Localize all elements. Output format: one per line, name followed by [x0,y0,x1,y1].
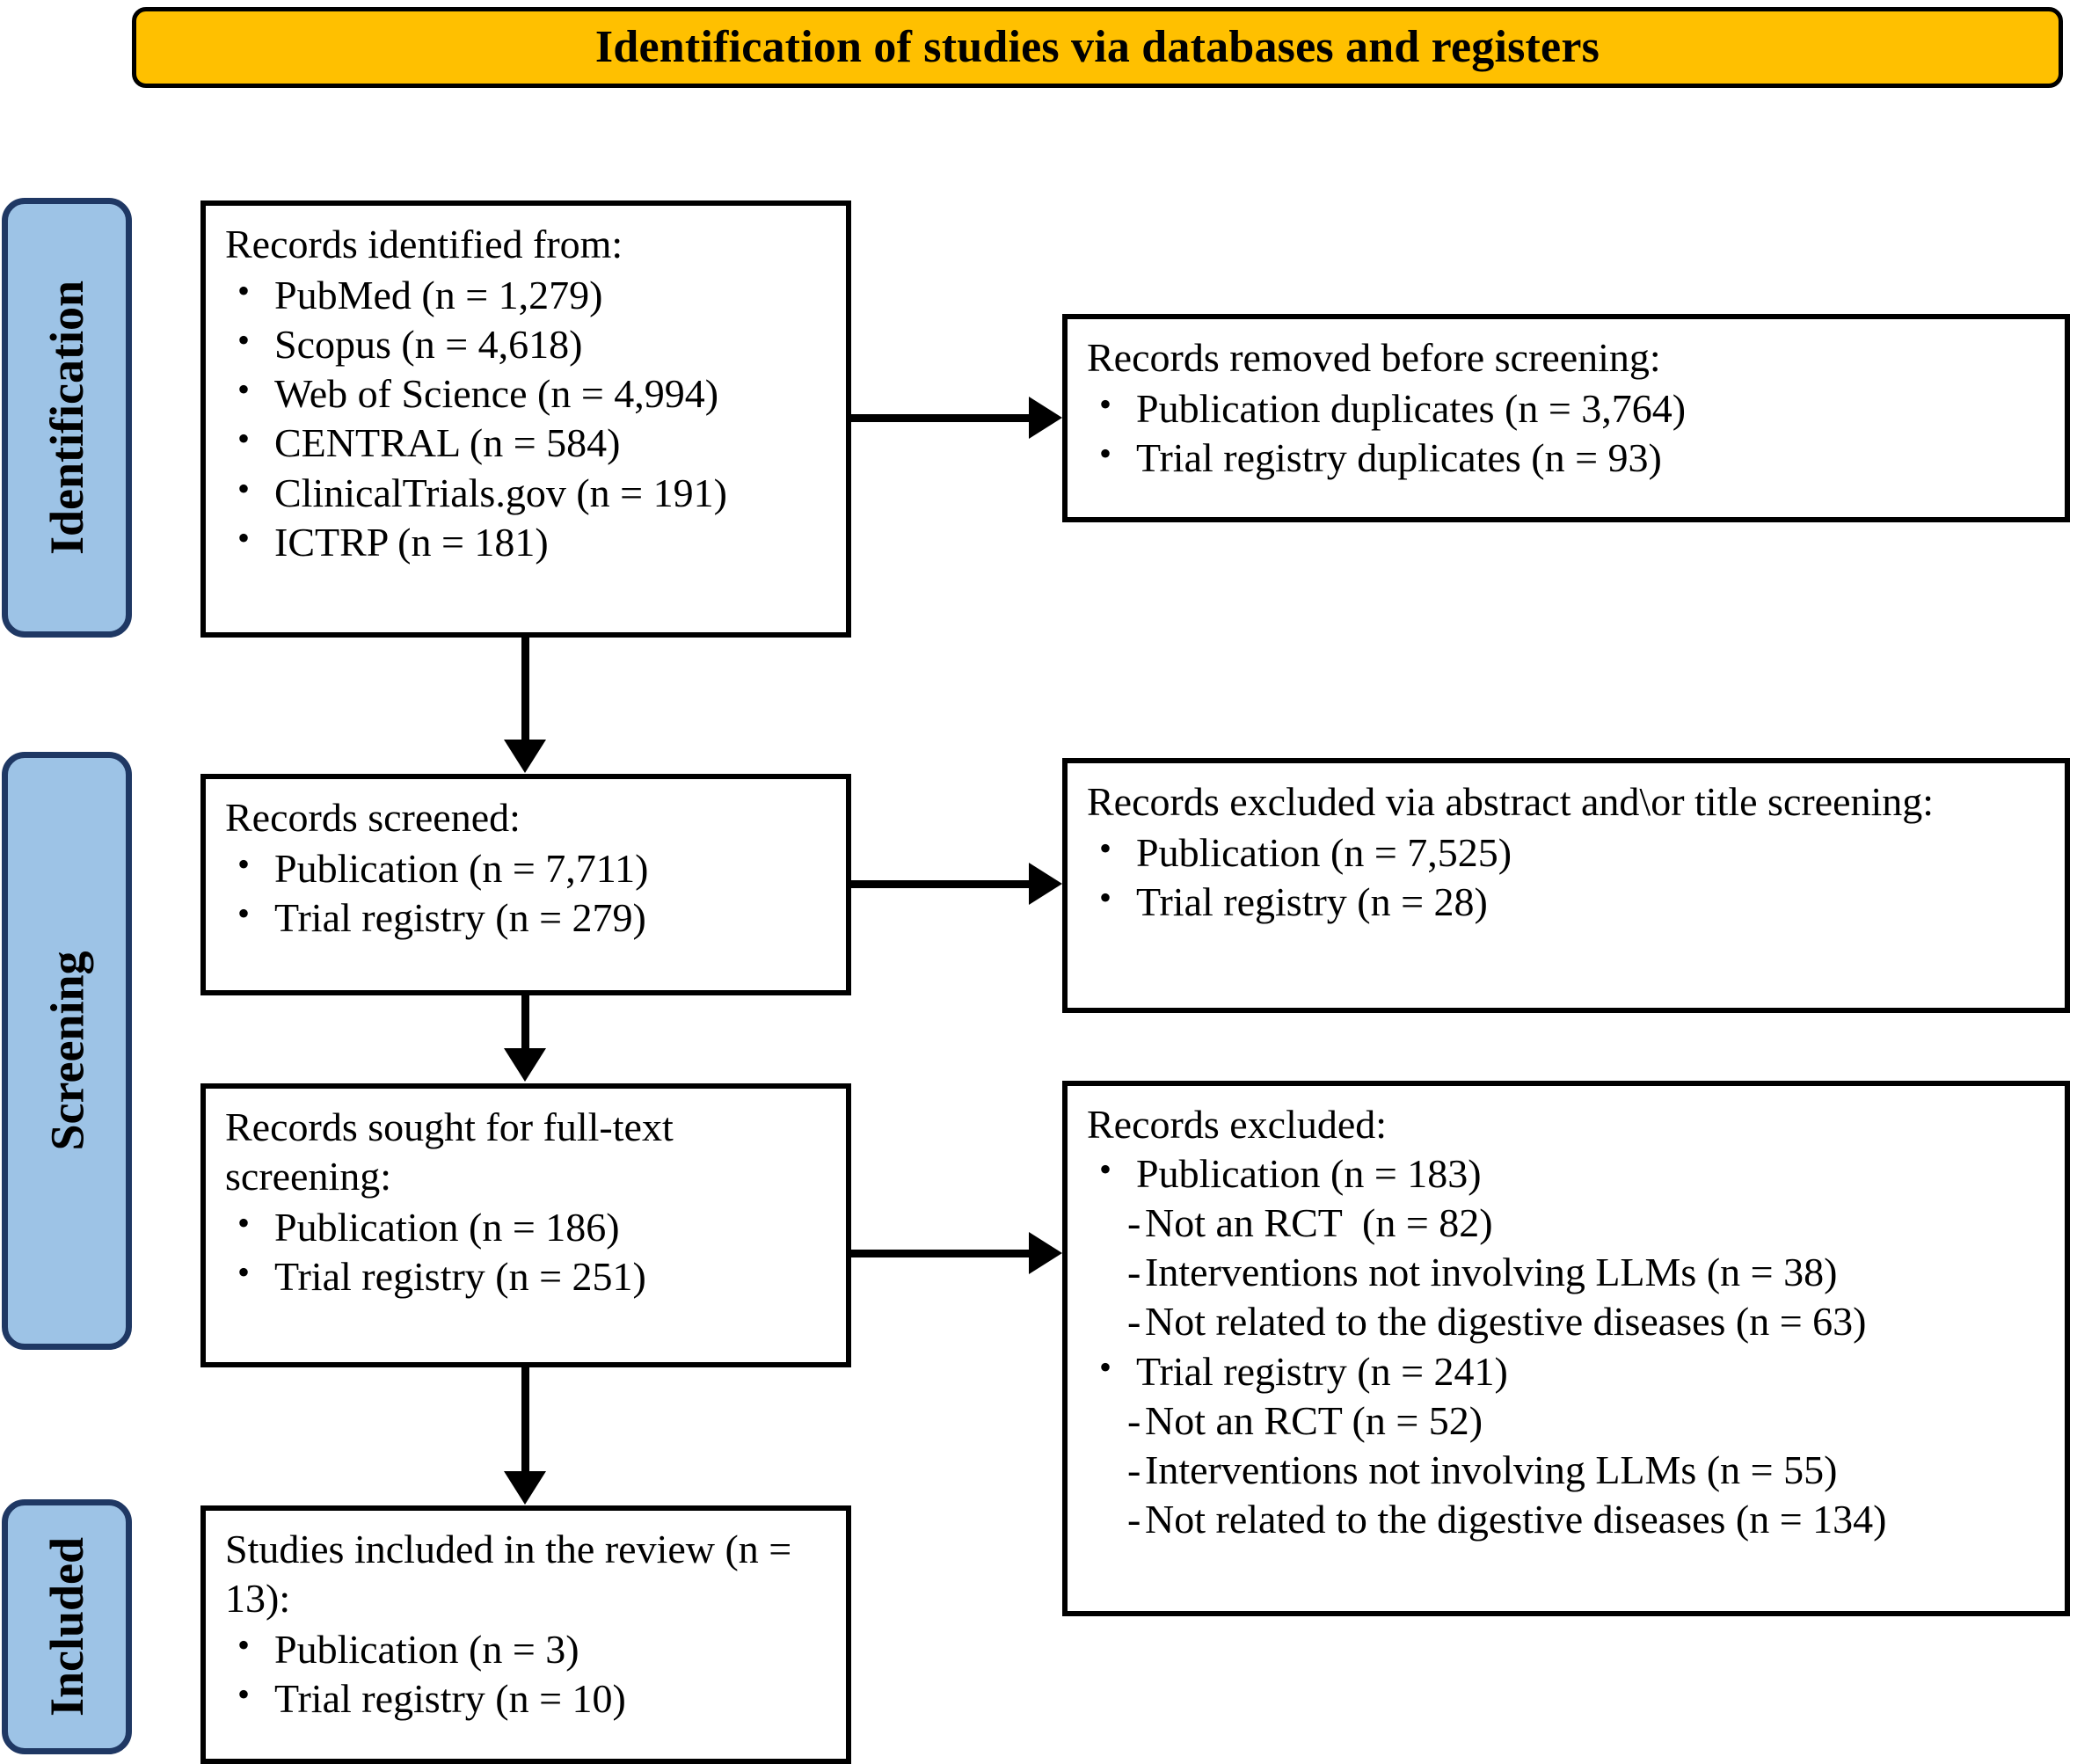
list-item: Publication (n = 183) [1087,1148,2052,1199]
list-item: Publication (n = 7,711) [225,843,834,893]
arrowhead-identified-to-removed [1029,397,1062,439]
stage-label-screening: Screening [2,752,132,1350]
arrowhead-fulltext-to-included [504,1471,546,1505]
list-item: ClinicalTrials.gov (n = 191) [225,468,834,518]
connector-screened-to-excluded-abstract [851,880,1034,888]
connector-identified-to-removed [851,414,1034,422]
list-item-sub: Not related to the digestive diseases (n… [1087,1495,2052,1544]
diagram-title-text: Identification of studies via databases … [594,22,1600,72]
box-records-screened-list: Publication (n = 7,711) Trial registry (… [225,843,834,943]
list-item: Publication (n = 186) [225,1202,834,1252]
box-records-identified-heading: Records identified from: [225,222,623,266]
box-records-screened-heading: Records screened: [225,795,521,840]
list-item-sub: Interventions not involving LLMs (n = 38… [1087,1248,2052,1297]
connector-fulltext-to-included [521,1367,529,1473]
list-item-sub: Not an RCT (n = 52) [1087,1396,2052,1446]
box-records-excluded-fulltext: Records excluded: Publication (n = 183) … [1062,1081,2070,1616]
stage-label-included: Included [2,1499,132,1754]
connector-screened-to-fulltext [521,995,529,1050]
list-item-sub: Not related to the digestive diseases (n… [1087,1297,2052,1346]
box-records-removed-heading: Records removed before screening: [1087,335,1661,380]
list-item-sub: Interventions not involving LLMs (n = 55… [1087,1446,2052,1495]
list-item: Publication duplicates (n = 3,764) [1087,383,2052,434]
box-records-sought-fulltext-heading: Records sought for full-text screening: [225,1104,684,1199]
list-item: Trial registry (n = 251) [225,1251,834,1301]
box-records-excluded-abstract-title: Records excluded via abstract and\or tit… [1062,758,2070,1013]
box-records-excluded-fulltext-heading: Records excluded: [1087,1102,1388,1147]
box-records-excluded-abstract-title-list: Publication (n = 7,525) Trial registry (… [1087,827,2052,927]
list-item: Trial registry (n = 28) [1087,877,2052,927]
box-records-sought-fulltext: Records sought for full-text screening: … [200,1083,851,1367]
box-records-removed-list: Publication duplicates (n = 3,764) Trial… [1087,383,2052,483]
arrowhead-fulltext-to-excluded-full [1029,1232,1062,1274]
arrowhead-screened-to-fulltext [504,1048,546,1082]
stage-label-identification: Identification [2,198,132,638]
stage-label-identification-text: Identification [40,280,94,556]
box-records-screened: Records screened: Publication (n = 7,711… [200,774,851,995]
box-studies-included-heading: Studies included in the review (n = 13): [225,1527,802,1622]
box-records-identified: Records identified from: PubMed (n = 1,2… [200,200,851,638]
list-item-sub: Not an RCT (n = 82) [1087,1199,2052,1248]
connector-fulltext-to-excluded-full [851,1250,1034,1257]
box-records-excluded-fulltext-list: Publication (n = 183) Not an RCT (n = 82… [1087,1148,2052,1544]
list-item: Publication (n = 7,525) [1087,827,2052,878]
stage-label-screening-text: Screening [40,951,93,1151]
list-item: Trial registry duplicates (n = 93) [1087,433,2052,483]
box-records-identified-list: PubMed (n = 1,279) Scopus (n = 4,618) We… [225,270,834,567]
list-item: Publication (n = 3) [225,1624,834,1674]
box-records-removed: Records removed before screening: Public… [1062,314,2070,522]
list-item: Web of Science (n = 4,994) [225,368,834,419]
diagram-title-banner: Identification of studies via databases … [132,7,2063,88]
arrowhead-identified-to-screened [504,740,546,773]
list-item: CENTRAL (n = 584) [225,418,834,468]
list-item: Trial registry (n = 10) [225,1673,834,1724]
box-records-excluded-abstract-title-heading: Records excluded via abstract and\or tit… [1087,779,1935,824]
arrowhead-screened-to-excluded-abstract [1029,863,1062,905]
box-records-sought-fulltext-list: Publication (n = 186) Trial registry (n … [225,1202,834,1301]
box-studies-included-list: Publication (n = 3) Trial registry (n = … [225,1624,834,1724]
list-item: Scopus (n = 4,618) [225,319,834,369]
connector-identified-to-screened [521,638,529,741]
list-item: Trial registry (n = 241) [1087,1346,2052,1396]
list-item: PubMed (n = 1,279) [225,270,834,320]
list-item: Trial registry (n = 279) [225,893,834,943]
box-studies-included: Studies included in the review (n = 13):… [200,1505,851,1764]
list-item: ICTRP (n = 181) [225,517,834,567]
stage-label-included-text: Included [40,1536,93,1717]
